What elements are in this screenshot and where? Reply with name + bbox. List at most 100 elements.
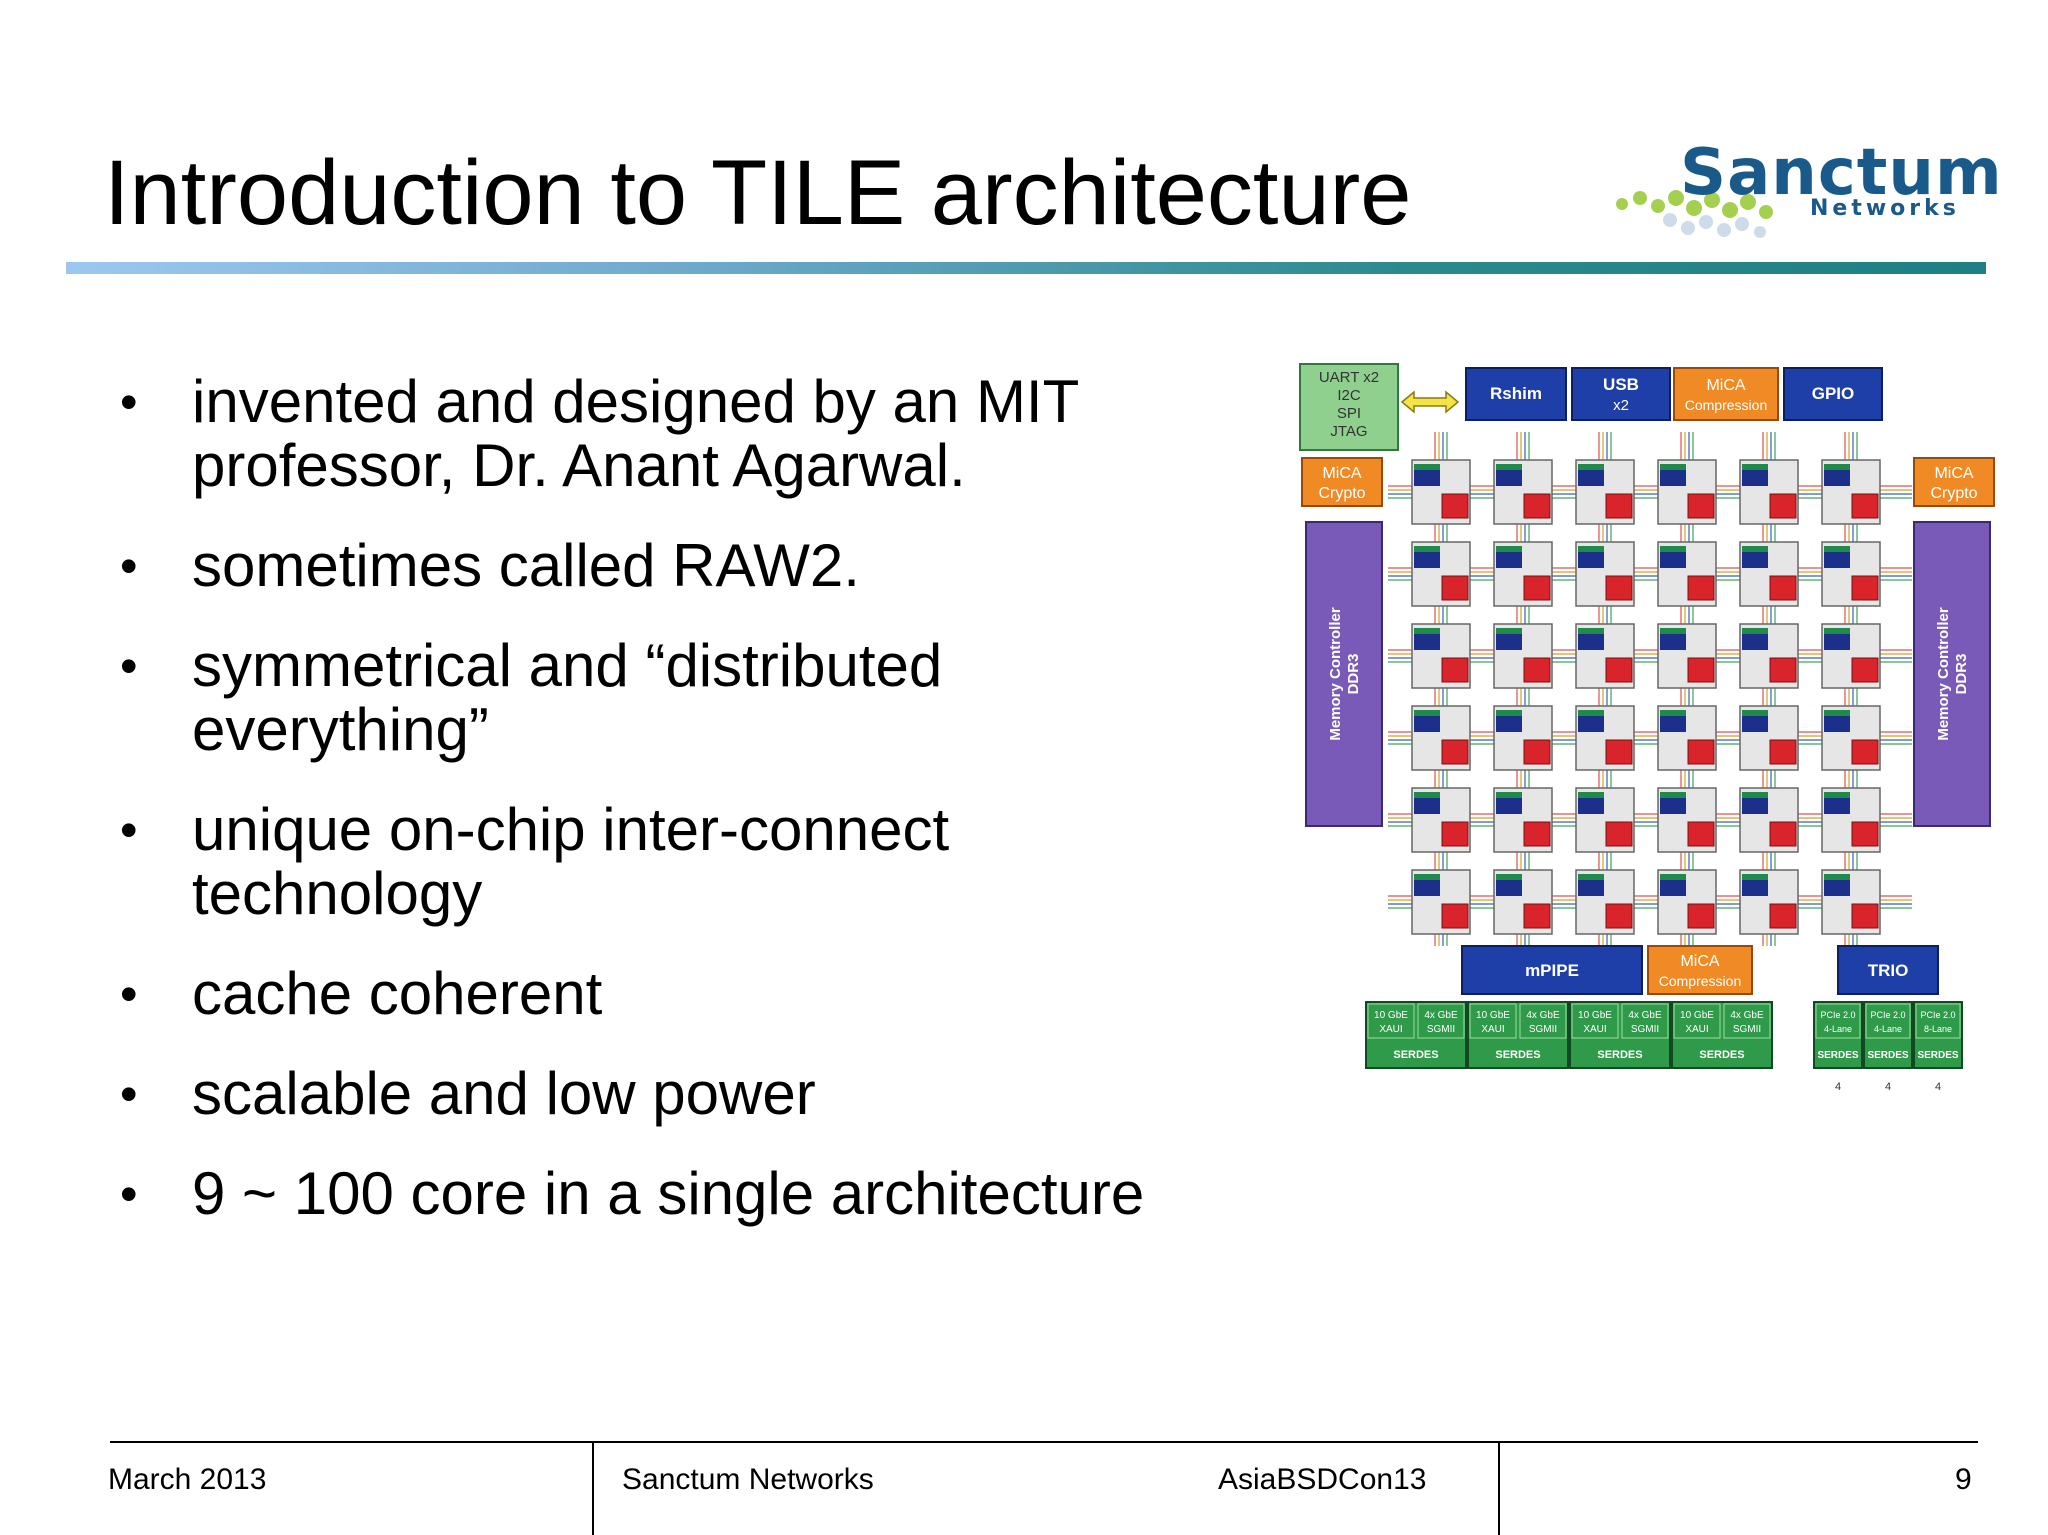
bullet-dot-icon: • [120,538,138,594]
bullet-line: symmetrical and “distributed [192,632,943,699]
tile-cpu-block [1660,470,1686,486]
processor-tile [1821,541,1881,607]
serdes-cell-label: SGMII [1529,1024,1557,1035]
pcie-serdes-label: SERDES [1817,1050,1858,1061]
tile-green-bar [1742,792,1768,798]
tile-green-bar [1824,546,1850,552]
serdes-cell-label: 4x GbE [1526,1010,1560,1021]
tile-switch-block [1523,739,1551,765]
uart-label: I2C [1337,387,1361,404]
mica-crypto-label: MiCA [1934,465,1973,482]
serdes-cell-label: 10 GbE [1680,1010,1714,1021]
tile-switch-block [1523,493,1551,519]
logo-hexagon-dots-icon [1616,190,1773,238]
mpipe-block [1461,945,1643,995]
tile-green-bar [1414,464,1440,470]
tile-switch-block [1441,575,1469,601]
serdes-label: SERDES [1393,1049,1438,1061]
logo-name: Sanctum [1680,136,2003,210]
tile-cpu-block [1824,798,1850,814]
tile-green-bar [1496,792,1522,798]
tile-green-bar [1824,874,1850,880]
tile-switch-block [1605,575,1633,601]
processor-tile [1493,705,1553,771]
memory-controller-label: DDR3 [1953,654,1970,695]
tile-cpu-block [1578,716,1604,732]
serdes-row: 10 GbE XAUI 4x GbE SGMII SERDES 10 GbE XAUI 4x … [1365,1001,1963,1092]
tile-cpu-block [1578,470,1604,486]
processor-tile [1821,787,1881,853]
tile-switch-block [1605,903,1633,929]
serdes-cell-label: XAUI [1481,1024,1504,1035]
serdes-cell-label: 10 GbE [1374,1010,1408,1021]
processor-tile [1575,623,1635,689]
processor-tile [1821,623,1881,689]
mica-crypto-label: Crypto [1318,485,1365,502]
tile-green-bar [1742,710,1768,716]
trio-label: TRIO [1868,961,1909,980]
serdes-label: SERDES [1597,1049,1642,1061]
serdes-cell-label: 4x GbE [1730,1010,1764,1021]
pcie-serdes-label: SERDES [1867,1050,1908,1061]
processor-tile [1575,459,1635,525]
processor-tile [1739,787,1799,853]
mica-compression-top-block [1673,367,1779,421]
processor-tile [1411,787,1471,853]
tile-green-bar [1742,628,1768,634]
tile-cpu-block [1414,798,1440,814]
serdes-cell-label: XAUI [1685,1024,1708,1035]
mica-crypto-left-block [1301,457,1383,507]
rshim-block [1465,367,1567,421]
logo-subtitle: Networks [1810,196,1960,221]
tile-green-bar [1578,710,1604,716]
tile-switch-block [1769,493,1797,519]
processor-tile [1493,623,1553,689]
tile-cpu-block [1660,880,1686,896]
memory-controller-label: DDR3 [1345,654,1362,695]
tile-switch-block [1769,657,1797,683]
mica-label: Compression [1685,397,1767,413]
tile-green-bar [1496,628,1522,634]
pcie-cell [1865,1003,1911,1039]
page-number: 9 [1955,1463,1972,1496]
processor-tile [1493,869,1553,935]
tile-switch-block [1851,493,1879,519]
title-divider [66,262,1986,274]
tile-cpu-block [1496,634,1522,650]
gpio-block [1783,367,1883,421]
pcie-cell [1915,1003,1961,1039]
bullet-line: scalable and low power [192,1060,816,1127]
memory-controller-label: Memory Controller [1935,607,1952,741]
tile-green-bar [1742,874,1768,880]
tile-cpu-block [1578,634,1604,650]
uart-label: SPI [1337,405,1361,422]
processor-tile [1575,705,1635,771]
tile-switch-block [1523,575,1551,601]
tile-green-bar [1496,464,1522,470]
tile-switch-block [1523,821,1551,847]
bullet-line: sometimes called RAW2. [192,532,860,599]
serdes-cell-label: XAUI [1379,1024,1402,1035]
bullet-line: 9 ~ 100 core in a single architecture [192,1160,1145,1227]
pcie-cell-label: 4-Lane [1874,1024,1902,1034]
sanctum-logo: Sanctum Networks [1610,136,2002,240]
tile-green-bar [1414,874,1440,880]
memory-controller-right-block [1913,521,1991,827]
tile-cpu-block [1742,880,1768,896]
tile-cpu-block [1824,634,1850,650]
serdes-cell-label: 10 GbE [1578,1010,1612,1021]
tile-cpu-block [1414,716,1440,732]
tile-switch-block [1769,903,1797,929]
tile-switch-block [1687,821,1715,847]
tile-cpu-block [1414,552,1440,568]
tile-switch-block [1605,657,1633,683]
tile-green-bar [1414,628,1440,634]
serdes-cell-label: 10 GbE [1476,1010,1510,1021]
tile-green-bar [1660,546,1686,552]
tile-green-bar [1824,464,1850,470]
tile-green-bar [1578,546,1604,552]
